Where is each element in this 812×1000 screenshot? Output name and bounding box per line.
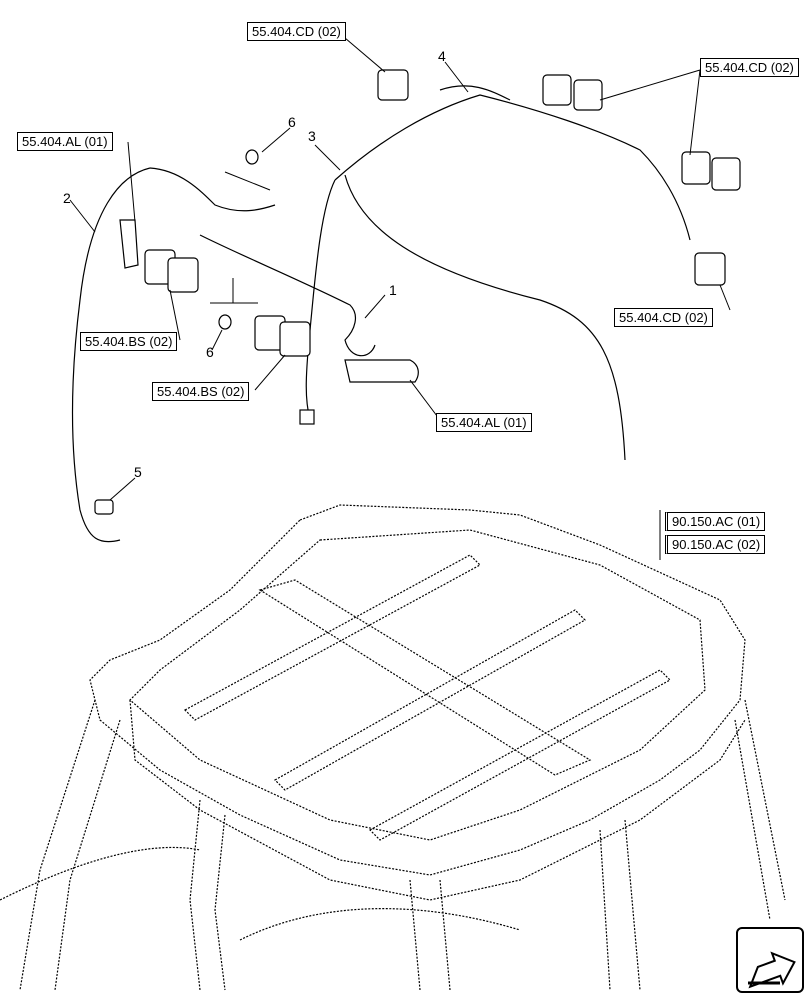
reference-cd-right-top[interactable]: 55.404.CD (02)	[700, 58, 799, 77]
work-lamp	[167, 257, 199, 293]
side-lamp	[119, 219, 139, 269]
harness-front	[149, 167, 276, 212]
work-lamp	[377, 69, 409, 101]
work-lamp	[711, 157, 741, 191]
reference-al-bottom[interactable]: 55.404.AL (01)	[436, 413, 532, 432]
work-lamp	[573, 79, 603, 111]
harness-3	[305, 179, 336, 421]
reference-ac-02[interactable]: 90.150.AC (02)	[665, 535, 766, 554]
callout-5: 5	[134, 464, 142, 480]
reference-bs-bottom[interactable]: 55.404.BS (02)	[152, 382, 250, 401]
switch-5	[94, 499, 114, 515]
work-lamp	[542, 74, 572, 106]
harness-4	[334, 94, 691, 241]
connector	[299, 409, 315, 425]
harness-2	[71, 167, 151, 543]
callout-6-bottom: 6	[206, 344, 214, 360]
callout-4: 4	[438, 48, 446, 64]
callout-6-top: 6	[288, 114, 296, 130]
callout-1: 1	[389, 282, 397, 298]
work-lamp	[681, 151, 711, 185]
next-page-arrow-icon[interactable]	[736, 927, 804, 993]
reference-cd-top[interactable]: 55.404.CD (02)	[247, 22, 346, 41]
cab-pillars	[0, 699, 786, 991]
screw-6-top	[245, 149, 259, 165]
screw-6-bottom	[218, 314, 232, 330]
work-lamp	[694, 252, 726, 286]
roof-cross-members	[184, 554, 671, 841]
reference-ac-01[interactable]: 90.150.AC (01)	[665, 512, 766, 531]
work-lamp	[279, 321, 311, 357]
roof-frame	[89, 504, 746, 901]
callout-2: 2	[63, 190, 71, 206]
reference-al-left[interactable]: 55.404.AL (01)	[17, 132, 113, 151]
reference-bs-left[interactable]: 55.404.BS (02)	[80, 332, 178, 351]
arrow-glyph-icon	[748, 951, 796, 989]
callout-3: 3	[308, 128, 316, 144]
reference-cd-right-bottom[interactable]: 55.404.CD (02)	[614, 308, 713, 327]
beacon-lamp	[344, 359, 419, 383]
